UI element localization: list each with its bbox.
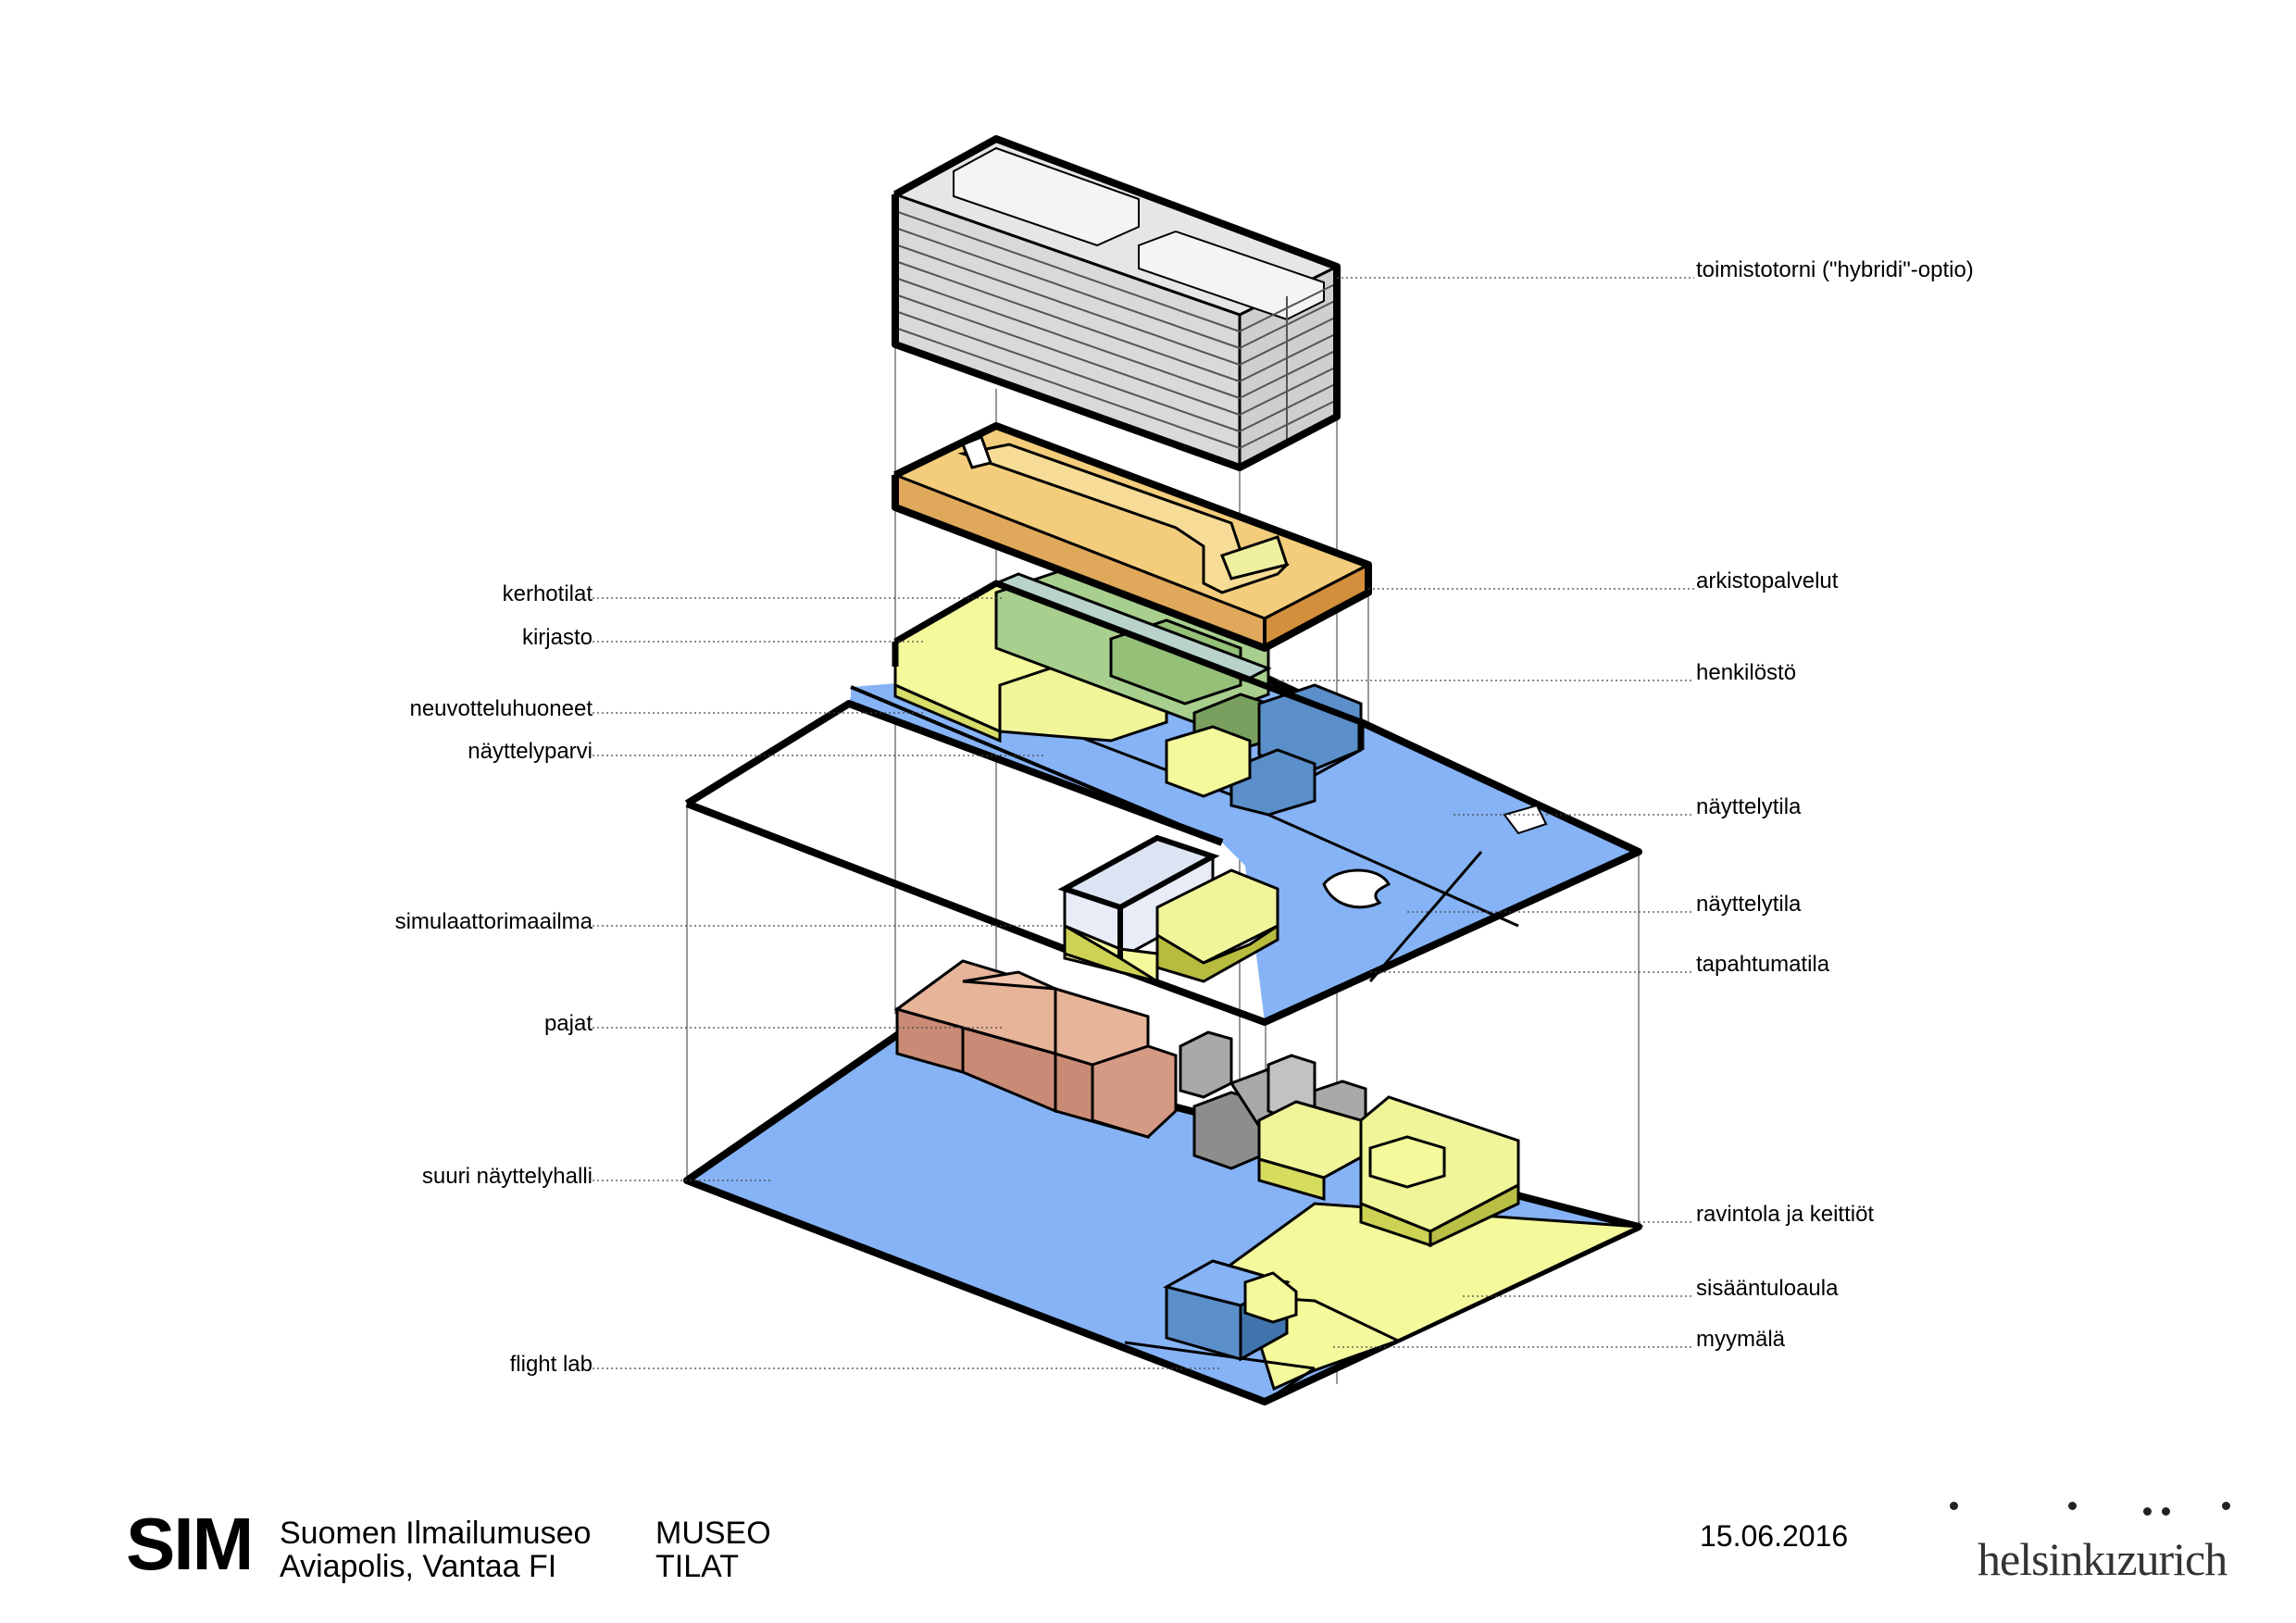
archive-block [892,422,1372,652]
sheet-title-line2: TILAT [655,1549,740,1584]
label-tapahtumatila: tapahtumatila [1696,952,1830,977]
client-location: Aviapolis, Vantaa FI [280,1549,557,1584]
first-floor-slab [684,654,1642,1026]
label-simulaattorimaailma: simulaattorimaailma [394,909,593,934]
office-tower [892,135,1341,471]
flight-lab-block [1162,1259,1298,1362]
label-nayttelytila-1: näyttelytila [1696,794,1802,819]
label-myymala: myymälä [1696,1327,1786,1352]
label-sisaantuloaula: sisääntuloaula [1696,1276,1839,1301]
sheet-title-line1: MUSEO [655,1516,771,1551]
sheet-date: 15.06.2016 [1700,1519,1849,1553]
restaurant-blocks [1257,1095,1520,1248]
label-henkilosto: henkilöstö [1696,660,1797,685]
label-pajat: pajat [543,1011,593,1036]
helsinkizurich-logo: helsinkızurich [1978,1533,2227,1585]
simulator-block [1057,834,1279,983]
label-toimistotorni: toimistotorni ("hybridi"-optio) [1696,257,1974,282]
label-neuvotteluhuoneet: neuvotteluhuoneet [409,696,593,721]
workshops-block [893,959,1178,1139]
label-flight-lab: flight lab [509,1352,593,1377]
client-name: Suomen Ilmailumuseo [280,1516,592,1551]
project-code: SIM [126,1503,254,1585]
label-nayttelyparvi: näyttelyparvi [468,739,593,764]
label-kirjasto: kirjasto [521,625,593,650]
label-ravintola: ravintola ja keittiöt [1696,1202,1875,1227]
second-floor-block [892,568,1365,817]
label-arkistopalvelut: arkistopalvelut [1696,568,1839,593]
label-nayttelytila-2: näyttelytila [1696,892,1802,917]
label-kerhotilat: kerhotilat [502,581,593,606]
leader-lines [593,277,1694,1369]
label-suuri-nayttelyhalli: suuri näyttelyhalli [421,1164,593,1189]
